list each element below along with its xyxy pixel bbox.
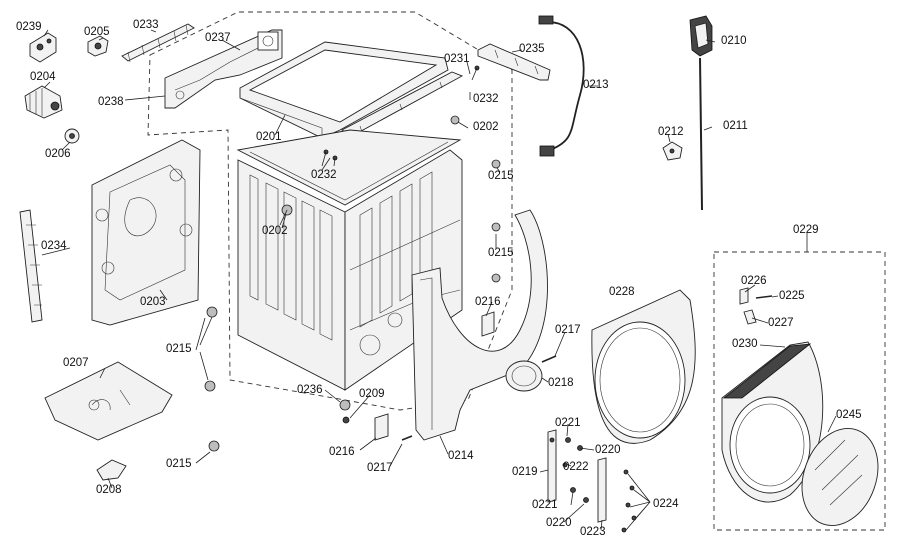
label-0204: 0204 [30, 71, 56, 83]
label-0232b: 0232 [311, 169, 337, 181]
part-0215-foot-d [491, 159, 501, 169]
part-0238-rear-panel-top [164, 29, 283, 109]
label-0234: 0234 [41, 240, 67, 252]
part-0212-clip [662, 141, 683, 161]
label-0203: 0203 [140, 296, 166, 308]
label-0215d: 0215 [166, 458, 192, 470]
part-0203-rear-panel [91, 139, 201, 326]
part-0217-screw-a [541, 355, 557, 363]
label-0238: 0238 [98, 96, 124, 108]
door-group-boundary [713, 251, 886, 531]
label-0217b: 0217 [367, 462, 393, 474]
part-0218-cover [505, 360, 543, 392]
label-0216a: 0216 [475, 296, 501, 308]
part-0210-switch [689, 15, 713, 57]
part-0220-screw-b [583, 497, 589, 503]
part-0204-pump [24, 85, 63, 119]
label-0236: 0236 [297, 384, 323, 396]
label-0226: 0226 [741, 275, 767, 287]
label-0209: 0209 [359, 388, 385, 400]
label-0229: 0229 [793, 224, 819, 236]
label-0223: 0223 [580, 526, 606, 538]
label-0202b: 0202 [262, 225, 288, 237]
label-0239: 0239 [16, 21, 42, 33]
label-0237: 0237 [205, 32, 231, 44]
part-0205-bearing [87, 35, 109, 57]
part-0216-bracket-b [374, 413, 389, 441]
label-0221a: 0221 [555, 417, 581, 429]
part-0233-top-rail [121, 23, 195, 63]
leader-lines [41, 29, 837, 531]
part-0215-foot-b [204, 380, 216, 392]
label-0220a: 0220 [595, 444, 621, 456]
label-0224: 0224 [653, 498, 679, 510]
label-0233: 0233 [133, 19, 159, 31]
label-0222: 0222 [563, 461, 589, 473]
label-0215a: 0215 [488, 170, 514, 182]
label-0210: 0210 [721, 35, 747, 47]
part-0223-hinge-plate [597, 457, 607, 523]
part-0232-screws-b [321, 149, 338, 167]
label-0201: 0201 [256, 131, 282, 143]
part-0202-foot-a [450, 115, 460, 125]
part-0225-pin [755, 295, 773, 299]
part-0239-lock [29, 32, 57, 63]
part-0209-screw [342, 416, 350, 424]
label-0221b: 0221 [532, 499, 558, 511]
label-0217a: 0217 [555, 324, 581, 336]
part-0245-glass [801, 427, 879, 527]
label-0220b: 0220 [546, 517, 572, 529]
part-0228-door-inner-frame [591, 289, 696, 444]
label-0227: 0227 [768, 317, 794, 329]
part-0227-latch [743, 309, 757, 325]
part-0207-accessory-bag [44, 361, 173, 441]
label-0205: 0205 [84, 26, 110, 38]
label-0211: 0211 [723, 120, 748, 132]
part-0222-pin [562, 462, 568, 468]
part-0215-foot-a [206, 306, 218, 318]
label-0231: 0231 [444, 53, 470, 65]
part-0215-foot-c [208, 440, 220, 452]
part-0226-clip [739, 287, 749, 305]
label-0214: 0214 [448, 450, 474, 462]
part-0235-holder [477, 43, 551, 81]
part-0215-foot-e [491, 222, 501, 232]
part-0217-screw-b [401, 435, 413, 441]
label-0228: 0228 [609, 286, 635, 298]
part-0224-screws [621, 469, 637, 533]
part-0234-side-rail [19, 209, 43, 323]
part-0213-cable-harness [538, 15, 585, 157]
part-0216-bracket-a [481, 311, 495, 337]
part-0201-worktop [239, 41, 449, 139]
label-0235: 0235 [519, 43, 545, 55]
part-0208-clip [96, 459, 127, 481]
part-0211-rod [699, 57, 703, 211]
label-0232a: 0232 [473, 93, 499, 105]
label-0208: 0208 [96, 484, 122, 496]
part-0215-foot-f [491, 273, 501, 283]
label-0245: 0245 [836, 409, 862, 421]
label-0207: 0207 [63, 357, 89, 369]
part-0221-pin-a [565, 437, 571, 443]
label-0202a: 0202 [473, 121, 499, 133]
label-0216b: 0216 [329, 446, 355, 458]
part-0219-hinge [547, 429, 557, 503]
part-0214-front-frame [411, 209, 548, 441]
part-0236-washer [339, 399, 351, 411]
label-0212: 0212 [658, 126, 684, 138]
label-0219: 0219 [512, 466, 538, 478]
label-0218: 0218 [548, 377, 574, 389]
label-0206: 0206 [45, 148, 71, 160]
label-0213: 0213 [583, 79, 609, 91]
part-0221-pin-b [570, 487, 576, 493]
label-0215c: 0215 [166, 343, 192, 355]
label-0230: 0230 [732, 338, 758, 350]
part-0206-knob [64, 128, 80, 144]
label-0215b: 0215 [488, 247, 514, 259]
part-0230-door-outer [721, 341, 824, 503]
label-0225: 0225 [779, 290, 805, 302]
